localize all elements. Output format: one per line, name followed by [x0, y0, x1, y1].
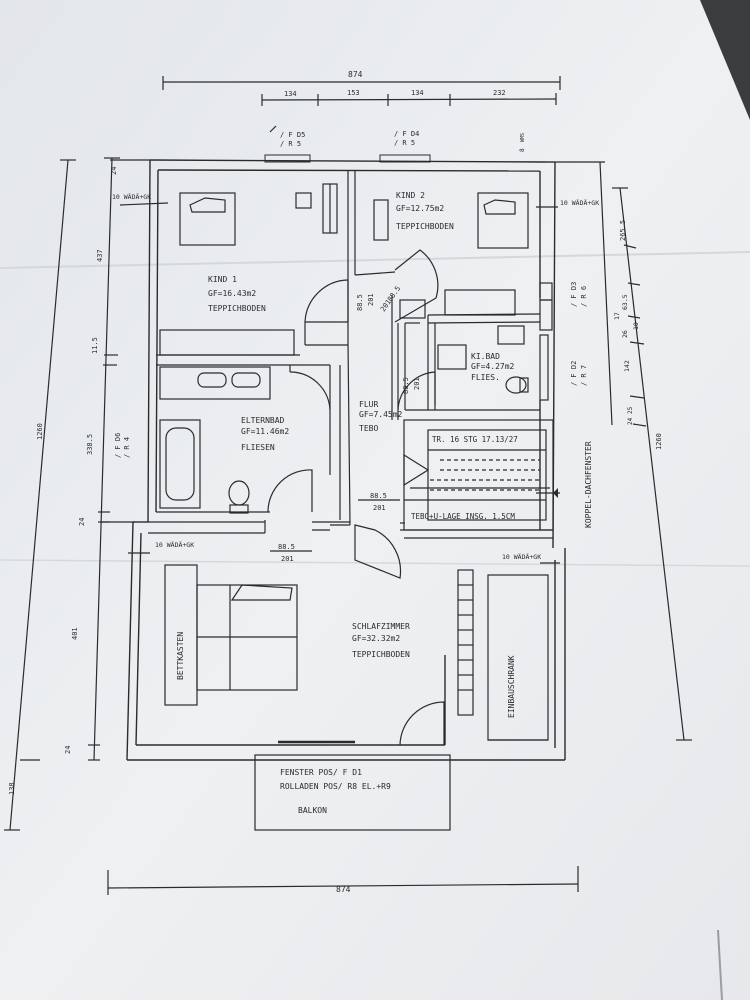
- dim-door-3-h: 201: [413, 377, 421, 390]
- dim-door-4-h: 201: [373, 504, 386, 512]
- label-r7: / R 7: [580, 365, 588, 386]
- label-f-d2: / F D2: [570, 361, 578, 386]
- stair-floor-note: TEBO+U-LAGE INSG. 1.5CM: [411, 512, 515, 521]
- dim-left-seg-3: 338.5: [86, 434, 94, 455]
- room-flur-area: GF=7.45m2: [359, 410, 403, 419]
- stair-note: TR. 16 STG 17.13/27: [432, 435, 518, 444]
- room-kibad-name: KI.BAD: [471, 352, 500, 361]
- dim-right-seg-2: 63.5: [621, 294, 629, 310]
- room-kind1-name: KIND 1: [208, 275, 237, 284]
- dim-top-seg-4: 232: [493, 89, 506, 97]
- dim-door-1-h: 201: [367, 293, 375, 306]
- note-wada-3: 10 WÄDÄ+GK: [155, 540, 194, 549]
- dim-right-total: 1260: [655, 433, 663, 450]
- room-flur-floor: TEBO: [359, 424, 378, 433]
- dim-left-total: 1260: [36, 423, 44, 440]
- dim-right-seg-5: 26: [621, 330, 629, 338]
- label-f-d6: / F D6: [114, 433, 122, 458]
- staircase: TR. 16 STG 17.13/27 TEBO+U-LAGE INSG. 1.…: [400, 419, 560, 531]
- note-wada-4: 10 WÄDÄ+GK: [502, 552, 541, 561]
- dim-right-seg-7: 25: [627, 406, 634, 414]
- room-kibad-area: GF=4.27m2: [471, 362, 515, 371]
- dim-right-seg-8: 24: [627, 417, 634, 425]
- top-window-labels: / F D5 / R 5 / F D4 / R 5 8 WMS: [269, 125, 526, 152]
- room-flur-name: FLUR: [359, 400, 378, 409]
- label-bettkasten: BETTKASTEN: [176, 632, 185, 680]
- room-elternbad-area: GF=11.46m2: [241, 427, 289, 436]
- furniture: [159, 183, 549, 744]
- room-elternbad-floor: FLIESEN: [241, 443, 275, 452]
- room-kind2-floor: TEPPICHBODEN: [396, 222, 454, 231]
- room-kibad-floor: FLIES.: [471, 373, 500, 382]
- room-labels: KIND 1 GF=16.43m2 TEPPICHBODEN KIND 2 GF…: [176, 191, 593, 815]
- label-f-d4: / F D4: [394, 130, 419, 138]
- room-schlafzimmer-area: GF=32.32m2: [352, 634, 400, 643]
- dim-left-top-24: 24: [110, 167, 118, 175]
- label-r4: / R 4: [123, 437, 131, 458]
- note-rolladen: ROLLADEN POS/ R8 EL.+R9: [280, 782, 391, 791]
- bottom-dimension-chain: 874: [107, 866, 579, 895]
- wall-notes: 10 WÄDÄ+GK 10 WÄDÄ+GK 10 WÄDÄ+GK 10 WÄDÄ…: [112, 192, 599, 561]
- right-dimension-labels: 1260 265.5 63.5 17 10 26 142 25 24 / F D…: [570, 220, 663, 450]
- left-dimension-labels: 1260 437 11.5 338.5 24 401 24 138 24 / F…: [8, 167, 131, 795]
- note-wada-2: 10 WÄDÄ+GK: [560, 198, 599, 207]
- dim-door-3-w: 88.5: [402, 377, 410, 394]
- room-schlafzimmer-name: SCHLAFZIMMER: [352, 622, 410, 631]
- label-f-d5: / F D5: [280, 131, 305, 139]
- room-kind1-area: GF=16.43m2: [208, 289, 256, 298]
- label-einbauschrank: EINBAUSCHRANK: [507, 655, 516, 718]
- label-koppel-dachfenster: KOPPEL-DACHFENSTER: [584, 441, 593, 528]
- dim-top-seg-2: 153: [347, 89, 360, 97]
- room-kind2-name: KIND 2: [396, 191, 425, 200]
- label-r5-b: / R 5: [394, 139, 415, 147]
- top-dimension-chain: 874 134 153 134 232: [162, 70, 561, 106]
- room-kind1-floor: TEPPICHBODEN: [208, 304, 266, 313]
- room-kind2-area: GF=12.75m2: [396, 204, 444, 213]
- dim-door-4-w: 88.5: [370, 492, 387, 500]
- room-elternbad-name: ELTERNBAD: [241, 416, 285, 425]
- label-r5-a: / R 5: [280, 140, 301, 148]
- dim-right-seg-4: 10: [632, 322, 640, 330]
- dim-right-seg-6: 142: [623, 360, 631, 372]
- dim-top-total: 874: [348, 70, 363, 79]
- label-r6: / R 6: [580, 286, 588, 307]
- dim-right-seg-3: 17: [613, 312, 621, 320]
- dim-left-seg-5: 401: [71, 627, 79, 640]
- dim-bottom-total: 874: [336, 885, 351, 894]
- label-wall-8: 8: [519, 148, 526, 152]
- room-schlafzimmer-floor: TEPPICHBODEN: [352, 650, 410, 659]
- dim-door-5-h: 201: [281, 555, 294, 563]
- doors: [267, 249, 445, 746]
- dim-top-seg-3: 134: [411, 89, 424, 97]
- dim-door-1-w: 88.5: [356, 294, 364, 311]
- label-f-d3: / F D3: [570, 282, 578, 307]
- dim-door-5-w: 88.5: [278, 543, 295, 551]
- right-dimension-chain: [555, 161, 692, 741]
- outer-walls: [126, 154, 566, 831]
- dim-top-seg-1: 134: [284, 90, 297, 98]
- dim-right-seg-1: 265.5: [619, 220, 627, 241]
- dim-left-seg-6: 24: [64, 746, 72, 754]
- room-balkon-name: BALKON: [298, 806, 327, 815]
- note-fenster: FENSTER POS/ F D1: [280, 768, 362, 777]
- dim-left-balcony: 138: [8, 782, 16, 795]
- note-wada-1: 10 WÄDÄ+GK: [112, 192, 151, 201]
- dim-left-seg-2: 11.5: [91, 337, 99, 354]
- dim-left-seg-4: 24: [78, 518, 86, 526]
- label-wall-8-unit: WMS: [520, 133, 526, 142]
- left-dimension-chain: [4, 157, 150, 831]
- dim-left-seg-1: 437: [96, 249, 104, 262]
